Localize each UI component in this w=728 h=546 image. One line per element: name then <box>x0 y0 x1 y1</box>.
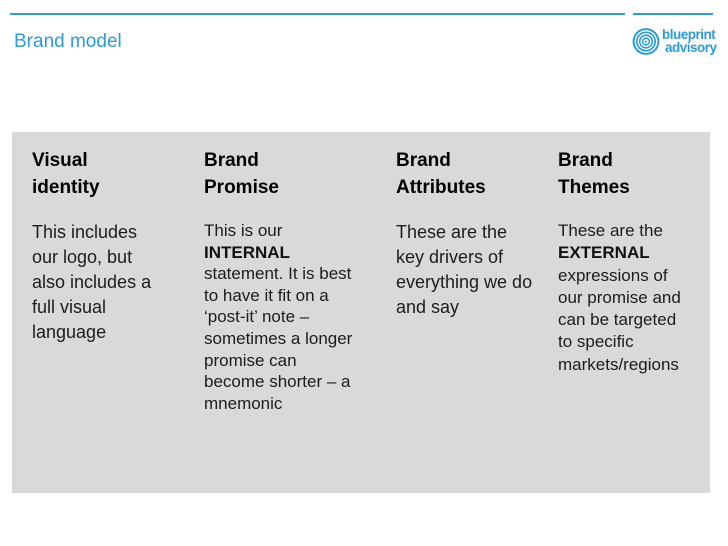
body-text: This is our <box>204 221 283 240</box>
body-bold-text: INTERNAL <box>204 242 290 262</box>
body-text: expressions of our promise and can be ta… <box>558 265 681 374</box>
logo-word-advisory: advisory <box>665 40 717 55</box>
blueprint-advisory-logo: blueprint advisory <box>632 27 717 57</box>
column-brand-promise: Brand Promise This is our INTERNAL state… <box>204 147 389 414</box>
column-body: These are the EXTERNAL expressions of ou… <box>558 220 708 376</box>
content-panel <box>12 132 710 493</box>
column-body: This is our INTERNAL statement. It is be… <box>204 220 389 414</box>
column-header: Brand Themes <box>558 150 630 198</box>
body-text: statement. It is best to have it fit on … <box>204 264 353 413</box>
column-header: Brand Promise <box>204 150 279 198</box>
body-text: This includes our logo, but also include… <box>32 222 152 342</box>
header-rule-right <box>633 13 713 15</box>
column-brand-attributes: Brand Attributes These are the key drive… <box>396 147 556 320</box>
concentric-circles-icon <box>632 27 660 61</box>
body-text: These are the key drivers of everything … <box>396 222 533 317</box>
column-body: This includes our logo, but also include… <box>32 220 192 345</box>
column-visual-identity: Visual identity This includes our logo, … <box>32 147 192 345</box>
column-header: Brand Attributes <box>396 150 486 198</box>
header-rule-left <box>10 13 625 15</box>
logo-word-blueprint: blueprint <box>662 27 716 42</box>
column-brand-themes: Brand Themes These are the EXTERNAL expr… <box>558 147 708 376</box>
column-header: Visual identity <box>32 150 100 198</box>
logo-wordmark: blueprint advisory <box>662 27 717 55</box>
body-text: These are the <box>558 221 663 240</box>
page-title: Brand model <box>14 31 122 52</box>
body-bold-text: EXTERNAL <box>558 243 650 263</box>
column-body: These are the key drivers of everything … <box>396 220 556 320</box>
